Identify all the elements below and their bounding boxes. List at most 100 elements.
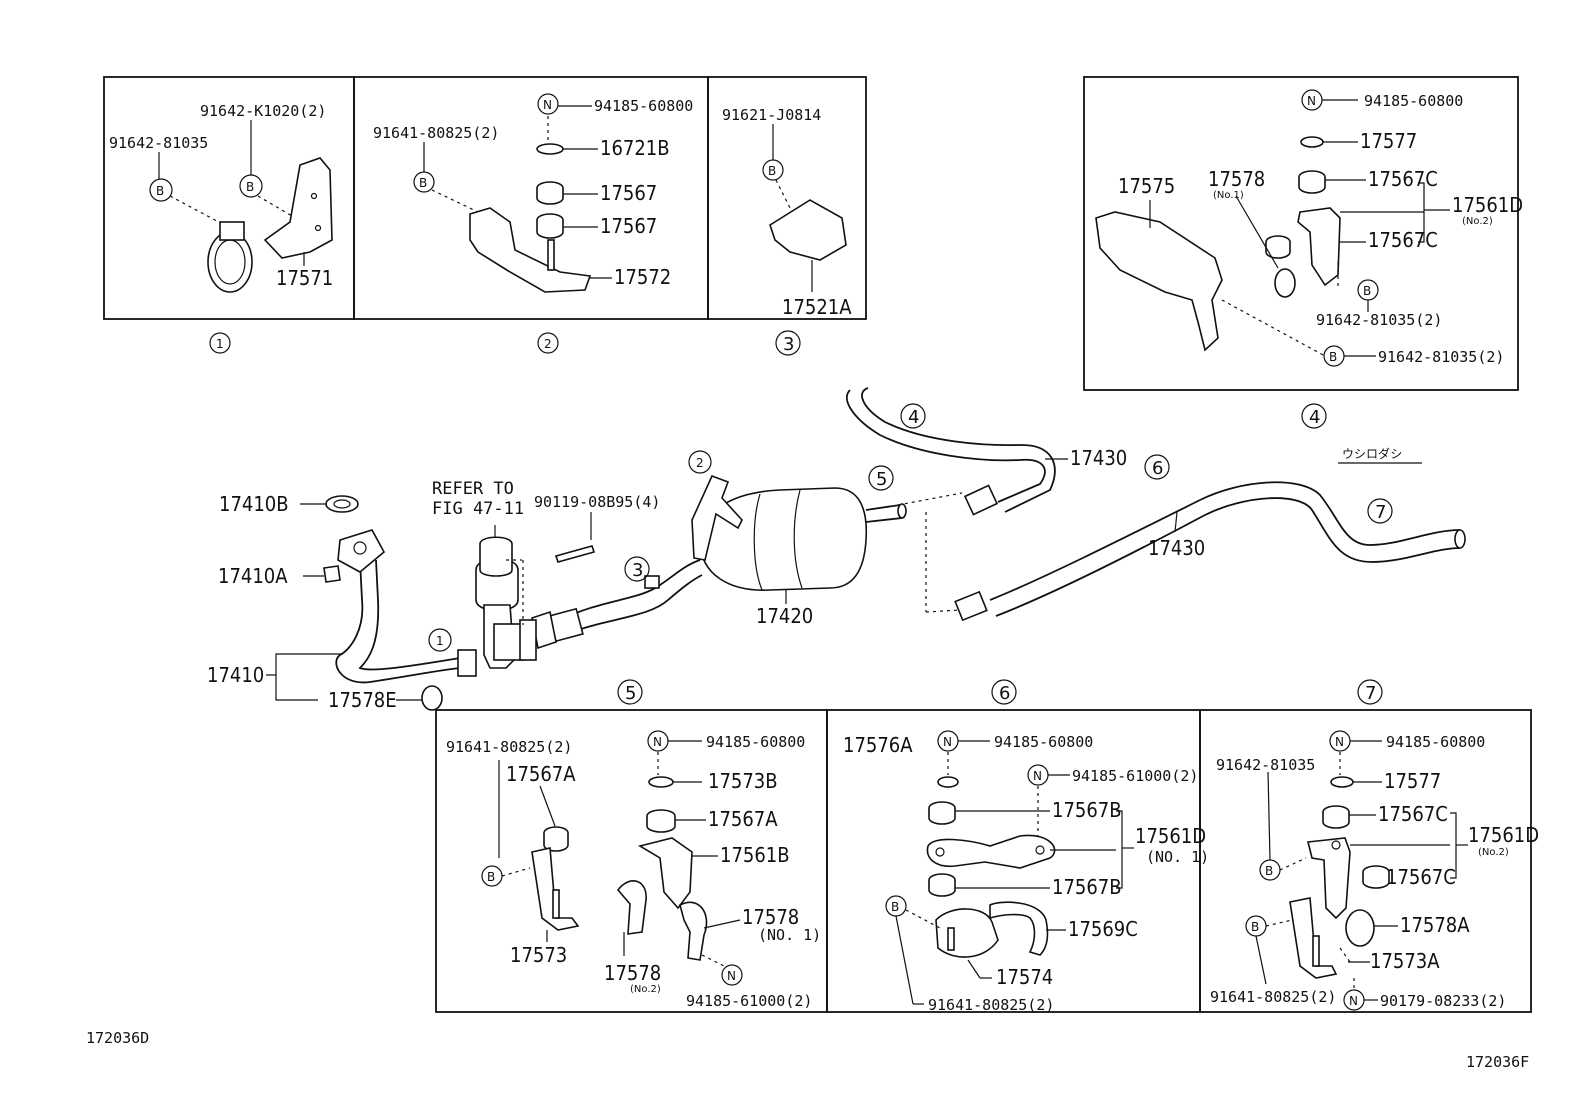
part-label: 90179-08233(2) (1380, 992, 1506, 1010)
part-label: 94185-60800 (1364, 92, 1463, 110)
part-label: 94185-60800 (1386, 733, 1485, 751)
part-label: 17561B (720, 843, 790, 867)
part-note: (No.2) (1462, 216, 1493, 227)
part-label: 17420 (756, 604, 813, 628)
part-label: 17573 (510, 943, 567, 967)
part-label: 91642-K1020(2) (200, 102, 326, 120)
detail-box-3 (707, 76, 867, 320)
part-label: 17410B (219, 492, 289, 516)
main-assembly: 4 17430 6 17430 7 ウシロダシ 2 5 17420 (207, 387, 1466, 712)
bracket-part (1297, 207, 1341, 287)
view-index: 4 (1309, 407, 1320, 428)
view-index: 1 (216, 337, 224, 351)
view-index: 5 (625, 683, 636, 704)
part-label: 17576A (843, 733, 913, 757)
nut-letter: N (1307, 94, 1316, 108)
part-label: 91641-80825(2) (1210, 988, 1336, 1006)
bracket-part (531, 847, 580, 931)
part-label: 17521A (782, 295, 852, 319)
part-label: 17567 (600, 181, 657, 205)
view-index: 2 (544, 337, 552, 351)
part-label: 17574 (996, 965, 1053, 989)
bolt-letter: B (487, 870, 495, 884)
bolt-letter: B (1329, 350, 1337, 364)
bolt-letter: B (419, 176, 427, 190)
part-label: 91642-81035 (1216, 756, 1315, 774)
detail-5: 91641-80825(2) N 94185-60800 17567A 1757… (446, 730, 821, 1010)
part-label: 17578 (604, 961, 661, 985)
nut-letter: N (1033, 769, 1042, 783)
circled-index: 4 (908, 407, 919, 428)
part-label: 17578A (1400, 913, 1470, 937)
part-label: 17569C (1068, 917, 1138, 941)
part-label: 91642-81035 (109, 134, 208, 152)
part-label: 17567 (600, 214, 657, 238)
part-label: 94185-61000(2) (1072, 767, 1198, 785)
part-label: 17573A (1370, 949, 1440, 973)
bolt-symbol (149, 178, 173, 202)
part-label: 91641-80825(2) (446, 738, 572, 756)
part-label: 94185-60800 (994, 733, 1093, 751)
part-label: 17578E (328, 688, 397, 712)
detail-6: 17576A N 94185-60800 N 94185-61000(2) 17… (843, 730, 1209, 1014)
tail-pipe-upper (845, 389, 1046, 503)
part-label: 17578 (742, 905, 799, 929)
part-label: 91641-80825(2) (928, 996, 1054, 1014)
view-index: 6 (999, 683, 1010, 704)
part-label: 17567C (1386, 865, 1456, 889)
part-label: 17578 (1208, 167, 1265, 191)
bolt-letter: B (156, 184, 164, 198)
bolt-letter: B (891, 900, 899, 914)
nut-letter: N (653, 735, 662, 749)
rubber-hanger (989, 901, 1049, 956)
bracket-part (263, 157, 333, 259)
part-label: 17567A (708, 807, 778, 831)
heat-shield-part (769, 199, 847, 261)
part-label: 17430 (1070, 446, 1127, 470)
circled-index: 7 (1375, 502, 1386, 523)
part-label: 17567A (506, 762, 576, 786)
circled-index: 5 (876, 469, 887, 490)
part-note: (No.2) (630, 984, 661, 995)
nut-letter: N (943, 735, 952, 749)
bracket-part (637, 837, 693, 910)
detail-4: N 94185-60800 17577 17575 17578 (No.1) 1… (1095, 89, 1523, 367)
view-index: 3 (783, 334, 794, 355)
circled-index: 6 (1152, 458, 1163, 479)
detail-2: N 94185-60800 91641-80825(2) B 16721B 17… (373, 93, 693, 293)
refer-note: REFER TO (432, 479, 514, 499)
part-label: 17430 (1148, 536, 1205, 560)
front-pipe (335, 559, 461, 684)
gasket (325, 495, 359, 513)
part-label: 17561D (1452, 193, 1523, 217)
part-label: 17571 (276, 266, 333, 290)
bolt-letter: B (1265, 864, 1273, 878)
part-label: 17567B (1052, 875, 1122, 899)
part-label: 17575 (1118, 174, 1175, 198)
muffler (699, 487, 868, 591)
rear-mark: ウシロダシ (1342, 446, 1402, 461)
bracket-part (469, 207, 592, 293)
part-label: 17410A (218, 564, 288, 588)
part-label: 16721B (600, 136, 670, 160)
refer-note: FIG 47-11 (432, 499, 524, 519)
bolt-letter: B (1251, 920, 1259, 934)
figure-code-left: 172036D (86, 1029, 149, 1047)
long-bracket-part (1095, 211, 1223, 352)
detail-box-7 (1199, 709, 1532, 1013)
part-label: 17567C (1368, 167, 1438, 191)
bolt-letter: B (768, 164, 776, 178)
detail-3: 91621-J0814 B 17521A (722, 106, 852, 319)
part-label: 17410 (207, 663, 264, 687)
part-label: 94185-60800 (706, 733, 805, 751)
detail-1: 91642-K1020(2) 91642-81035 B B 17571 (109, 102, 333, 293)
nut-letter: N (543, 98, 552, 112)
clamp-17578E (421, 685, 443, 711)
circled-index: 1 (436, 634, 444, 648)
part-label: 90119-08B95(4) (534, 493, 660, 511)
part-label: 17567C (1368, 228, 1438, 252)
part-note: (No.2) (1478, 847, 1509, 858)
part-label: 17572 (614, 265, 671, 289)
part-note: (No.1) (1213, 190, 1244, 201)
detail-7: N 94185-60800 91642-81035 17577 17567C 1… (1210, 730, 1539, 1011)
